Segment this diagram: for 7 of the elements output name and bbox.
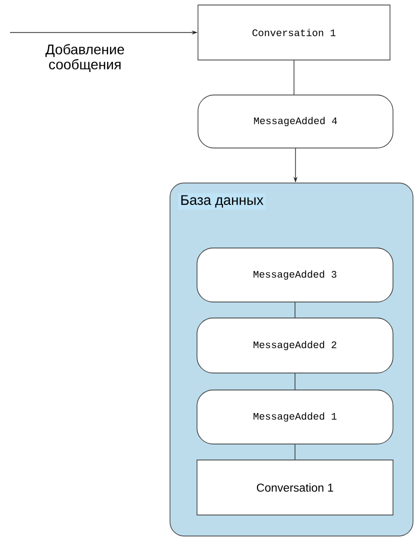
event-box: MessageAdded 1 — [196, 390, 394, 444]
entity-box: Conversation 1 — [198, 4, 390, 60]
event-box: MessageAdded 4 — [198, 94, 394, 148]
edge-label: Добавление сообщения — [45, 44, 124, 72]
entity-box: Conversation 1 — [196, 460, 394, 516]
event-box: MessageAdded 3 — [196, 248, 394, 302]
event-box: MessageAdded 2 — [196, 318, 394, 374]
